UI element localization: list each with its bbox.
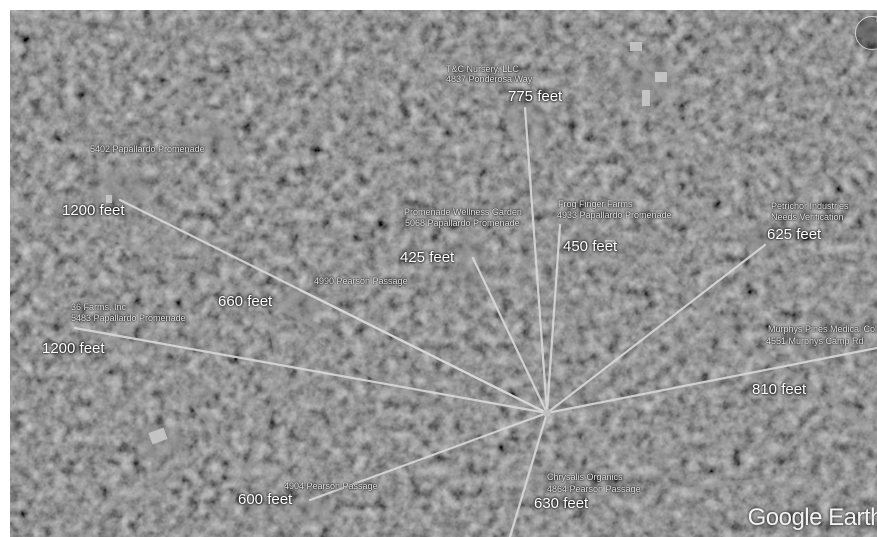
line-murphys-pines	[545, 346, 877, 415]
place-address-4990-pearson: 4990 Pearson Passage	[314, 276, 408, 286]
line-4904-pearson	[308, 411, 549, 502]
satellite-imagery	[10, 10, 877, 537]
distance-label-promenade-wellness: 425 feet	[400, 249, 455, 266]
place-name-petrichor: Petrichor Industries	[771, 201, 849, 211]
distance-label-5402-papallardo: 1200 feet	[62, 202, 125, 219]
place-address-promenade-wellness: 5068 Papallardo Promenade	[405, 218, 520, 228]
distance-lines	[73, 106, 877, 537]
roads	[10, 37, 877, 537]
line-frog-finger	[545, 223, 562, 415]
place-name-chrysalis: Chrysalis Organics	[547, 472, 623, 482]
place-address-4904-pearson: 4904 Pearson Passage	[284, 481, 378, 491]
place-name-36-farms: 36 Farms, Inc	[71, 302, 127, 312]
satellite-map[interactable]: T&C Nursery, LLC 4837 Ponderosa Way 775 …	[10, 10, 877, 537]
line-promenade-wellness	[471, 256, 549, 415]
distance-label-petrichor: 625 feet	[767, 226, 822, 243]
place-address-36-farms: 5483 Papallardo Promenade	[71, 313, 186, 323]
place-name-tc-nursery: T&C Nursery, LLC	[446, 64, 519, 74]
line-chrysalis	[508, 411, 549, 537]
distance-label-frog-finger: 450 feet	[563, 238, 618, 255]
distance-label-murphys-pines: 810 feet	[752, 381, 807, 398]
google-earth-watermark: Google Earth	[747, 504, 877, 531]
place-name-murphys-pines: Murphys Pines Medical Coll	[768, 324, 877, 334]
line-petrichor	[545, 243, 767, 415]
distance-label-4990-pearson: 660 feet	[218, 293, 273, 310]
distance-label-36-farms: 1200 feet	[42, 340, 105, 357]
place-address-murphys-pines: 4551 Murphys Camp Rd	[766, 336, 864, 346]
buildings	[106, 42, 667, 445]
place-address-frog-finger: 4933 Papallardo Promenade	[557, 210, 672, 220]
place-name-promenade-wellness: Promenade Wellness Garden	[404, 207, 522, 217]
distance-label-chrysalis: 630 feet	[534, 495, 589, 512]
place-address-chrysalis: 4864 Pearson Passage	[547, 484, 641, 494]
distance-label-4904-pearson: 600 feet	[238, 491, 293, 508]
distance-label-tc-nursery: 775 feet	[508, 88, 563, 105]
place-address-tc-nursery: 4837 Ponderosa Way	[446, 74, 533, 84]
line-36-farms	[73, 326, 549, 415]
line-4990-pearson	[298, 288, 549, 415]
place-address-petrichor: Needs Verification	[771, 212, 844, 222]
place-name-frog-finger: Frog Finger Farms	[558, 199, 633, 209]
place-address-5402-papallardo: 5402 Papallardo Promenade	[90, 144, 205, 154]
line-tc-nursery	[523, 106, 549, 415]
origin-marker	[543, 409, 551, 417]
